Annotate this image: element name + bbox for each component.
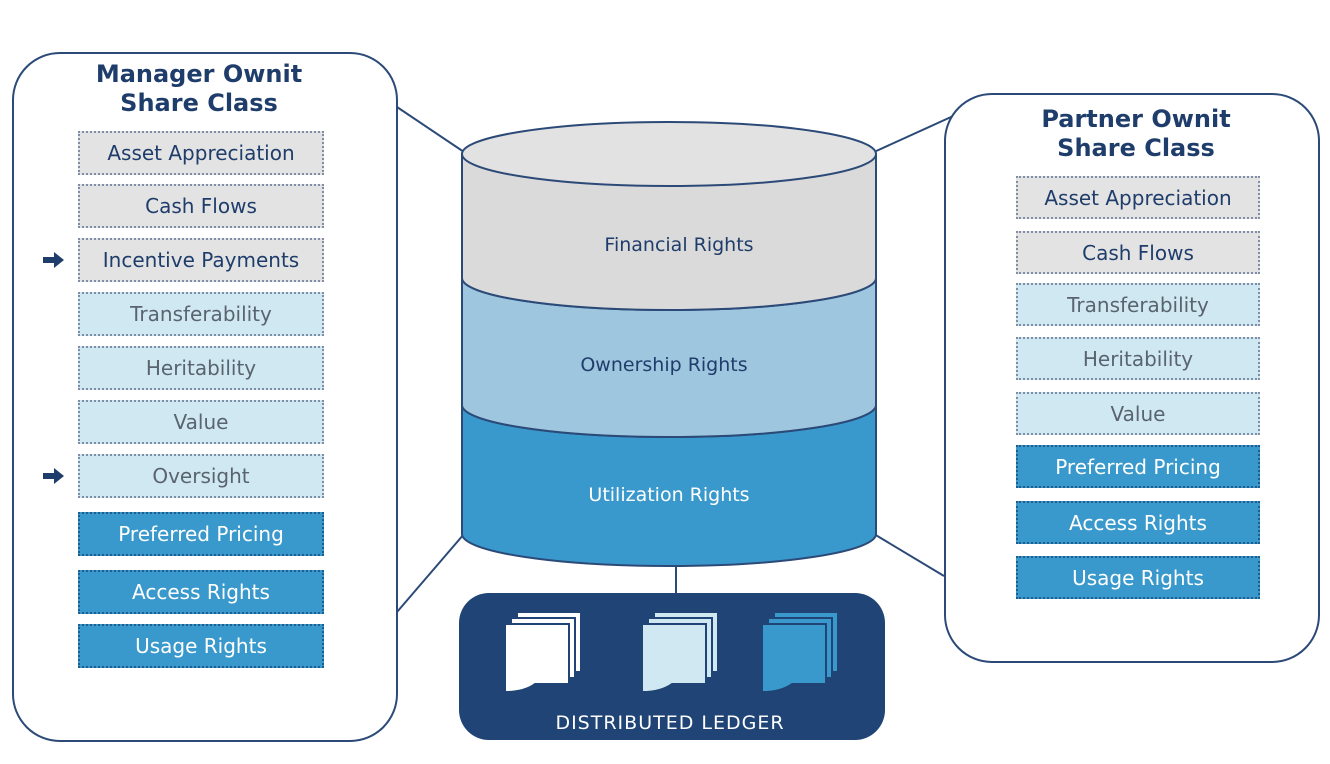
manager-item-oversight: Oversight [78,454,324,498]
partner-item-value: Value [1016,392,1260,435]
document-stack-blue-icon [761,611,839,694]
connector-line [396,533,465,613]
document-stack-white-icon [504,611,582,694]
cylinder-top [461,121,877,187]
connector-line [873,533,945,577]
connector-line [873,111,963,153]
partner-item-heritability: Heritability [1016,337,1260,380]
manager-item-incentive-payments: Incentive Payments [78,238,324,282]
utilization-rights-label: Utilization Rights [588,484,749,506]
manager-title-line-1: Manager Ownit [95,60,303,88]
manager-title-line-2: Share Class [120,89,278,117]
manager-panel-title: Manager Ownit Share Class [14,60,384,118]
partner-item-preferred-pricing: Preferred Pricing [1016,445,1260,488]
document-stack-lightblue-icon [641,611,719,694]
partner-item-transferability: Transferability [1016,283,1260,326]
manager-item-asset-appreciation: Asset Appreciation [78,131,324,175]
partner-title-line-1: Partner Ownit [1041,105,1231,133]
partner-panel-title: Partner Ownit Share Class [946,105,1326,163]
partner-item-usage-rights: Usage Rights [1016,556,1260,599]
connector-line [396,106,465,153]
partner-item-cash-flows: Cash Flows [1016,231,1260,274]
manager-item-cash-flows: Cash Flows [78,184,324,228]
distributed-ledger-label: DISTRIBUTED LEDGER [555,712,784,734]
partner-item-asset-appreciation: Asset Appreciation [1016,176,1260,219]
ownership-rights-label: Ownership Rights [580,354,747,376]
financial-rights-label: Financial Rights [604,234,753,256]
rights-cylinder: Financial Rights Ownership Rights Utiliz… [461,121,877,567]
manager-item-value: Value [78,400,324,444]
manager-item-transferability: Transferability [78,292,324,336]
distributed-ledger: DISTRIBUTED LEDGER [459,593,885,740]
manager-item-heritability: Heritability [78,346,324,390]
partner-item-access-rights: Access Rights [1016,501,1260,544]
manager-item-usage-rights: Usage Rights [78,624,324,668]
arrow-right-icon [43,468,64,484]
manager-share-class-panel: Manager Ownit Share Class Asset Apprecia… [12,52,398,742]
arrow-right-icon [43,252,64,268]
partner-share-class-panel: Partner Ownit Share Class Asset Apprecia… [944,93,1320,663]
manager-item-preferred-pricing: Preferred Pricing [78,512,324,556]
financial-rights-band [461,153,877,311]
manager-item-access-rights: Access Rights [78,570,324,614]
partner-title-line-2: Share Class [1057,134,1215,162]
